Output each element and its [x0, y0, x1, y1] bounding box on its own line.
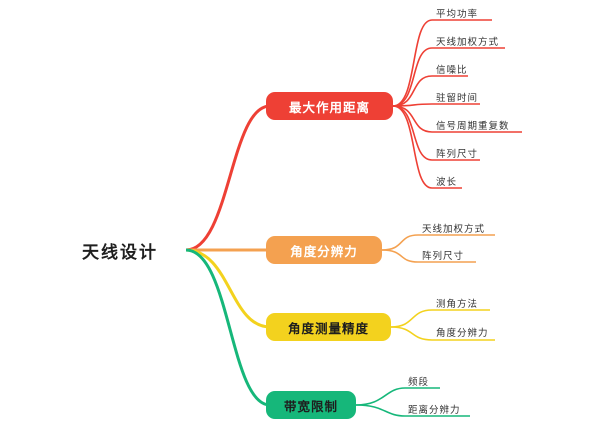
root-to-branch-3 [185, 248, 271, 329]
branch-angle-accuracy[interactable]: 角度测量精度 [266, 313, 391, 341]
leaf-array-size[interactable]: 阵列尺寸 [436, 149, 479, 160]
root-to-branch-4 [185, 248, 271, 407]
leaf-range-resolution[interactable]: 距离分辨力 [408, 405, 461, 416]
root-to-branch-1 [185, 104, 271, 252]
leaf-angle-method[interactable]: 测角方法 [436, 299, 479, 310]
leaf-angular-resolution[interactable]: 角度分辨力 [436, 328, 489, 339]
leaf-snr[interactable]: 信噪比 [436, 65, 468, 76]
leaf-array-size-2[interactable]: 阵列尺寸 [422, 251, 465, 262]
leaf-antenna-weighting-2[interactable]: 天线加权方式 [422, 224, 486, 235]
branch-max-range[interactable]: 最大作用距离 [266, 92, 393, 120]
leaf-wavelength[interactable]: 波长 [436, 177, 458, 188]
leaf-average-power[interactable]: 平均功率 [436, 9, 479, 20]
branch-angular-resolution[interactable]: 角度分辨力 [266, 236, 382, 264]
leaf-dwell-time[interactable]: 驻留时间 [436, 93, 479, 104]
leaf-antenna-weighting[interactable]: 天线加权方式 [436, 37, 500, 48]
branch-bandwidth-limit[interactable]: 带宽限制 [266, 391, 356, 419]
leaf-frequency-band[interactable]: 频段 [408, 377, 430, 388]
root-topic: 天线设计 [82, 243, 158, 263]
leaf-signal-period-repeats[interactable]: 信号周期重复数 [436, 121, 510, 132]
